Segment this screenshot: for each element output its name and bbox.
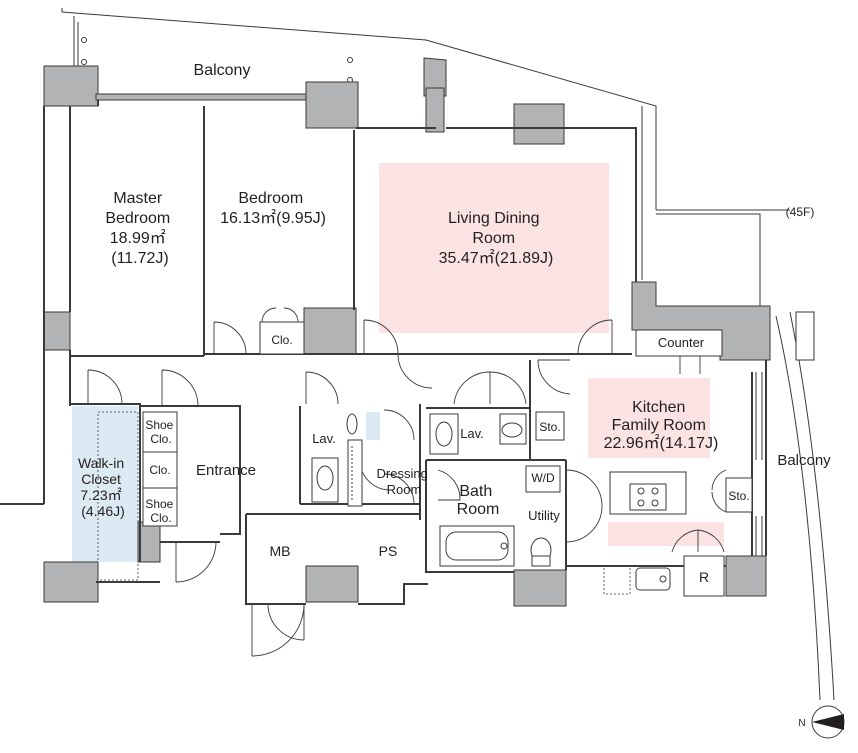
bedroom-closet-label: Clo. — [271, 333, 292, 347]
dressing-room-label: Dressing Room — [377, 466, 432, 497]
living-dining-label: Living Dining Room 35.47㎡(21.89J) — [439, 210, 554, 267]
kitchen-island-highlight — [608, 522, 724, 546]
refrigerator-label: R — [699, 569, 709, 585]
lav-left-label: Lav. — [312, 431, 336, 446]
master-bedroom-label: Master Bedroom 18.99㎡ (11.72J) — [105, 190, 174, 267]
balcony-right-label: Balcony — [777, 452, 831, 469]
bath-room-label: Bath Room — [457, 483, 500, 518]
kitchen-family-label: Kitchen Family Room 22.96㎡(14.17J) — [604, 399, 719, 452]
storage-kitchen-label: Sto. — [539, 420, 560, 434]
doors — [87, 319, 727, 657]
mb-label: MB — [270, 543, 291, 559]
closet-middle-label: Clo. — [149, 463, 170, 477]
floor-level-label: (45F) — [786, 205, 815, 219]
entrance-label: Entrance — [196, 462, 256, 479]
utility-label: Utility — [528, 508, 560, 523]
shoe-closet-top-label: Shoe Clo. — [145, 418, 176, 446]
living-dining-highlight — [379, 163, 609, 333]
balcony-right-outline — [775, 311, 835, 701]
compass-north-label: N — [798, 718, 805, 729]
balcony-top-label: Balcony — [194, 62, 251, 79]
bedroom-label: Bedroom 16.13㎡(9.95J) — [220, 190, 326, 227]
fixtures — [142, 307, 763, 597]
exterior-walls — [43, 57, 771, 607]
counter-label: Counter — [658, 335, 705, 350]
lav-right-label: Lav. — [460, 426, 484, 441]
ps-label: PS — [379, 543, 398, 559]
storage-right-label: Sto. — [728, 489, 749, 503]
walk-in-closet-highlight — [72, 406, 138, 562]
shoe-closet-bottom-label: Shoe Clo. — [145, 497, 176, 525]
walk-in-closet-dashed — [97, 411, 139, 581]
north-compass-icon: N — [798, 705, 845, 739]
walk-in-closet-label: Walk-in Closet 7.23㎡ (4.46J) — [78, 455, 128, 519]
kitchen-highlight — [588, 378, 710, 458]
washer-dryer-label: W/D — [531, 471, 555, 485]
room-labels: Balcony Master Bedroom 18.99㎡ (11.72J) B… — [78, 62, 831, 585]
lav-counter-highlight — [366, 412, 380, 440]
